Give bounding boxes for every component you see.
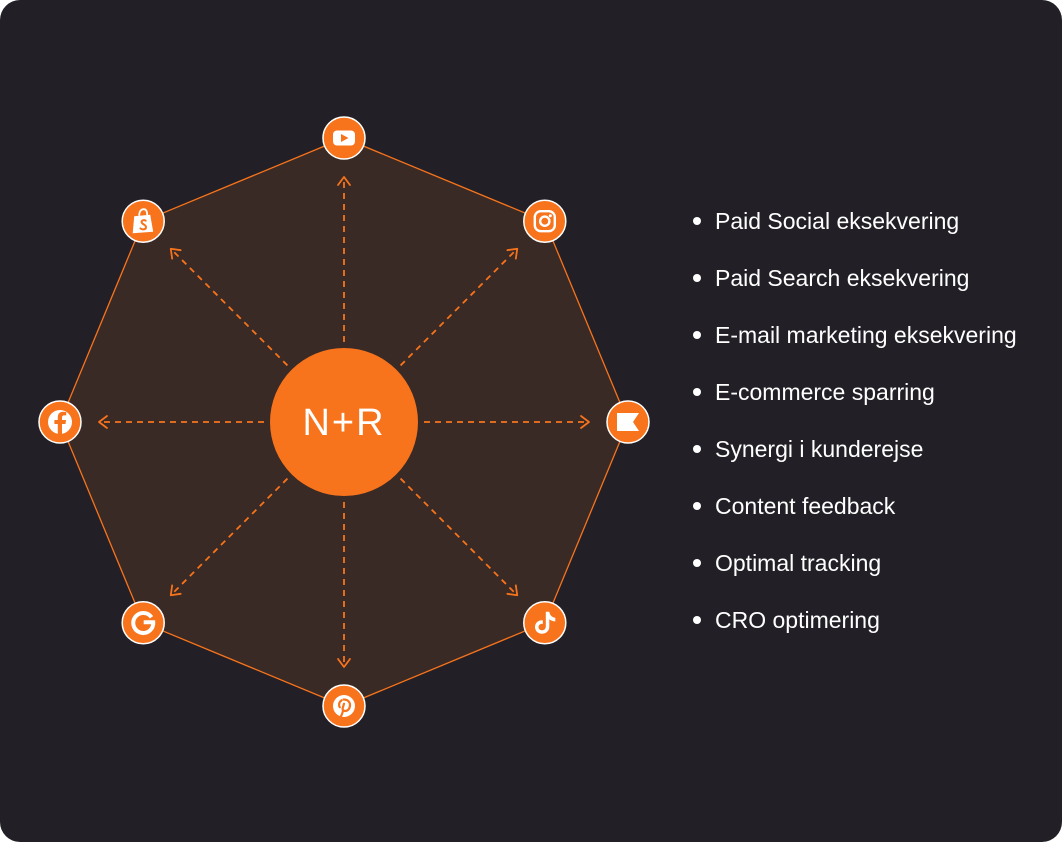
google-icon: [121, 601, 165, 645]
connector-arrow: [170, 248, 289, 367]
service-item: Synergi i kunderejse: [691, 428, 1056, 485]
bullet-icon: [693, 388, 701, 396]
platform-node: [523, 199, 567, 243]
service-label: CRO optimering: [715, 607, 880, 633]
arrowhead-icon: [337, 658, 351, 668]
service-label: E-mail marketing eksekvering: [715, 322, 1017, 348]
arrowhead-icon: [506, 247, 519, 260]
service-label: E-commerce sparring: [715, 379, 935, 405]
service-label: Synergi i kunderejse: [715, 436, 924, 462]
service-list: Paid Social eksekvering Paid Search ekse…: [691, 200, 1056, 656]
service-label: Paid Social eksekvering: [715, 208, 960, 234]
youtube-icon: [322, 116, 366, 160]
service-label: Optimal tracking: [715, 550, 882, 576]
arrowhead-icon: [580, 415, 590, 429]
bullet-icon: [693, 331, 701, 339]
bullet-icon: [693, 217, 701, 225]
platform-node: [121, 601, 165, 645]
pinterest-icon: [322, 684, 366, 728]
service-item: E-commerce sparring: [691, 371, 1056, 428]
bullet-icon: [693, 274, 701, 282]
connector-arrow: [399, 477, 518, 596]
hub-logo-text: N+R: [302, 402, 385, 444]
instagram-icon: [523, 199, 567, 243]
bullet-icon: [693, 559, 701, 567]
arrowhead-icon: [98, 415, 108, 429]
platform-node: [523, 601, 567, 645]
bullet-icon: [693, 616, 701, 624]
service-item: Paid Search eksekvering: [691, 257, 1056, 314]
flag-icon: [606, 400, 650, 444]
connector-arrow: [170, 477, 289, 596]
arrowhead-icon: [337, 176, 351, 186]
bullet-icon: [693, 502, 701, 510]
service-item: Content feedback: [691, 485, 1056, 542]
tiktok-icon: [523, 601, 567, 645]
shopify-icon: [121, 199, 165, 243]
service-label: Paid Search eksekvering: [715, 265, 970, 291]
bullet-icon: [693, 445, 701, 453]
service-item: E-mail marketing eksekvering: [691, 314, 1056, 371]
arrowhead-icon: [169, 247, 182, 260]
service-label: Content feedback: [715, 493, 896, 519]
facebook-icon: [38, 400, 82, 444]
service-item: Paid Social eksekvering: [691, 200, 1056, 257]
connector-arrow: [399, 248, 518, 367]
service-item: CRO optimering: [691, 599, 1056, 656]
hub-circle: [270, 348, 418, 496]
nr-logo: N+R: [302, 402, 385, 444]
arrowhead-icon: [169, 584, 182, 597]
arrowhead-icon: [506, 584, 519, 597]
service-item: Optimal tracking: [691, 542, 1056, 599]
